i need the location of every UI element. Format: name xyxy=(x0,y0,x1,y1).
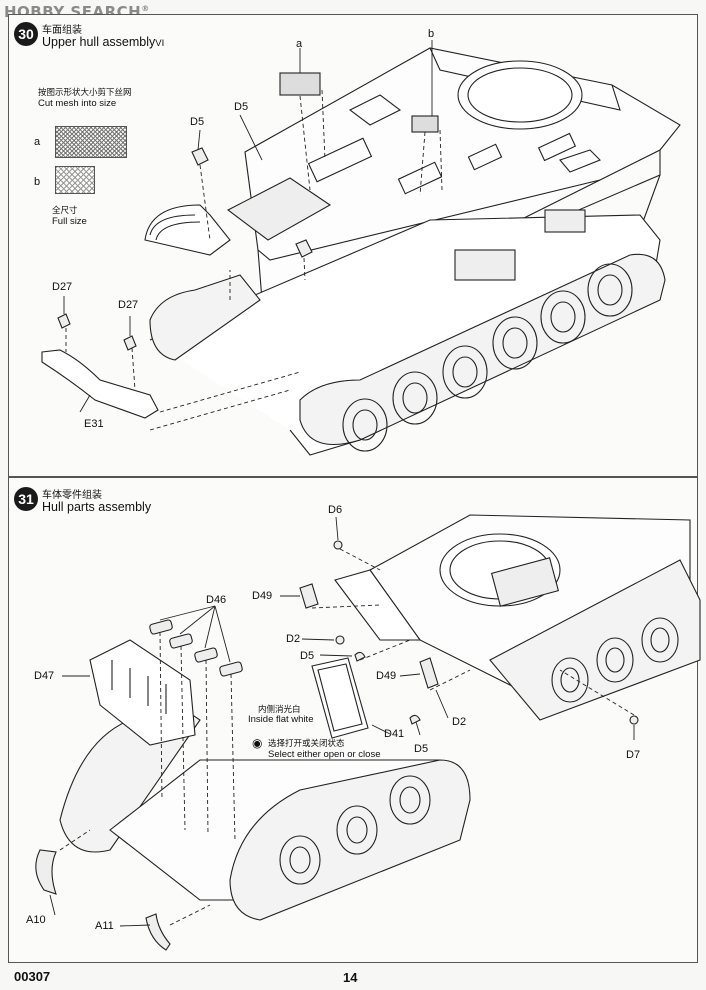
label-d46: D46 xyxy=(206,594,227,606)
label-d27-b: D27 xyxy=(118,299,139,311)
step-30-title-en: Upper hull assemblyVI xyxy=(42,35,164,49)
label-d7: D7 xyxy=(626,749,641,761)
label-e31: E31 xyxy=(84,418,104,430)
mesh-b-label: b xyxy=(34,176,41,188)
mesh-b-template xyxy=(55,166,95,194)
mesh-a-label: a xyxy=(34,136,41,148)
option-note-en: Select either open or close xyxy=(268,749,381,760)
mesh-a-template xyxy=(55,126,127,158)
paint-note-cn: 内侧消光白 xyxy=(258,705,301,715)
label-d27-a: D27 xyxy=(52,281,73,293)
label-d5-b: D5 xyxy=(190,116,205,128)
label-d5-d: D5 xyxy=(414,743,429,755)
step-30-title-text: Upper hull assembly xyxy=(42,35,156,49)
option-note-cn: 选择打开或关闭状态 xyxy=(268,739,345,749)
full-size-en: Full size xyxy=(52,216,87,227)
step-31-title-cn: 车体零件组装 xyxy=(42,490,102,501)
label-d5-c: D5 xyxy=(300,650,315,662)
label-d2-b: D2 xyxy=(452,716,467,728)
label-d47: D47 xyxy=(34,670,55,682)
full-size-cn: 全尺寸 xyxy=(52,206,78,216)
step-31-title-en: Hull parts assembly xyxy=(42,500,152,514)
step-30-roman: VI xyxy=(155,38,165,49)
label-d6: D6 xyxy=(328,504,343,516)
label-d49-a: D49 xyxy=(252,590,273,602)
step-number-31: 31 xyxy=(14,487,38,511)
catalog-number: 00307 xyxy=(14,969,51,984)
option-icon: ◉ xyxy=(252,736,263,750)
step-number-30: 30 xyxy=(14,22,38,46)
label-d41: D41 xyxy=(384,728,405,740)
step-30-title-cn: 车面组装 xyxy=(42,25,82,36)
page-number: 14 xyxy=(343,970,358,985)
label-mesh-a: a xyxy=(296,38,303,50)
label-d49-b: D49 xyxy=(376,670,397,682)
label-mesh-b: b xyxy=(428,28,435,40)
registered-mark: ® xyxy=(141,4,150,13)
mesh-note-cn: 按图示形状大小剪下丝网 xyxy=(38,88,132,98)
label-d5-a: D5 xyxy=(234,101,249,113)
label-d2-a: D2 xyxy=(286,633,301,645)
paint-note-en: Inside flat white xyxy=(248,714,314,725)
label-a10: A10 xyxy=(26,914,46,926)
label-a11: A11 xyxy=(95,920,114,932)
mesh-note-en: Cut mesh into size xyxy=(38,98,117,109)
